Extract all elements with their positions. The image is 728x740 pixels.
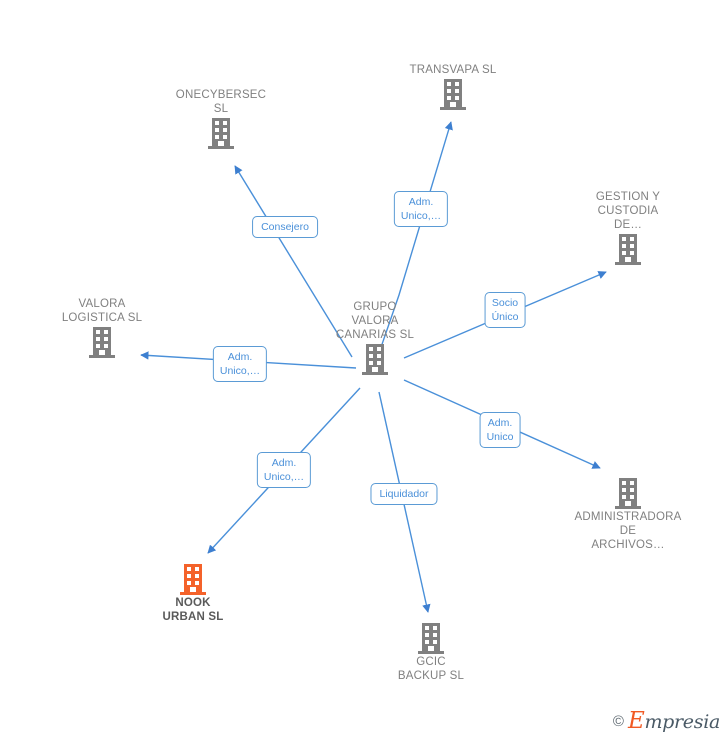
building-icon (440, 79, 466, 110)
building-icon (615, 478, 641, 509)
node-label-nook-urban: NOOK URBAN SL (162, 597, 224, 623)
node-label-transvapa: TRANSVAPA SL (409, 64, 497, 76)
edge-line-transvapa (377, 121, 453, 357)
graph-node-administradora-de-archivos[interactable]: ADMINISTRADORA DE ARCHIVOS… (553, 474, 703, 552)
edge-line-onecybersec (234, 165, 353, 358)
building-icon (615, 234, 641, 265)
edge-label-administradora-de-archivos[interactable]: Adm. Unico (479, 412, 521, 448)
empresia-logo-rest: mpresia (644, 711, 720, 733)
node-label-administradora-de-archivos: ADMINISTRADORA DE ARCHIVOS… (574, 511, 682, 551)
graph-node-gcic-backup[interactable]: GCIC BACKUP SL (356, 619, 506, 683)
graph-node-gestion-y-custodia[interactable]: GESTION Y CUSTODIA DE… (553, 190, 703, 268)
node-label-onecybersec: ONECYBERSEC SL (175, 89, 267, 115)
copyright-icon: © (612, 712, 624, 730)
node-label-gcic-backup: GCIC BACKUP SL (397, 656, 465, 682)
building-icon (418, 623, 444, 654)
edge-label-gcic-backup[interactable]: Liquidador (370, 483, 438, 505)
node-label-gestion-y-custodia: GESTION Y CUSTODIA DE… (595, 191, 661, 231)
edge-label-onecybersec[interactable]: Consejero (252, 216, 318, 238)
node-label-grupo-valora-canarias: GRUPO VALORA CANARIAS SL (335, 301, 415, 341)
empresia-logo: Empresia (628, 708, 720, 734)
edge-label-transvapa[interactable]: Adm. Unico,… (393, 191, 449, 227)
graph-node-onecybersec[interactable]: ONECYBERSEC SL (146, 88, 296, 152)
graph-node-grupo-valora-canarias[interactable]: GRUPO VALORA CANARIAS SL (300, 300, 450, 378)
building-icon (180, 564, 206, 595)
building-icon (89, 327, 115, 358)
empresia-logo-initial: E (627, 708, 645, 734)
empresia-watermark: © Empresia (613, 708, 720, 734)
building-icon (362, 344, 388, 375)
graph-node-valora-logistica[interactable]: VALORA LOGISTICA SL (27, 297, 177, 361)
graph-node-transvapa[interactable]: TRANSVAPA SL (378, 63, 528, 113)
graph-node-nook-urban[interactable]: NOOK URBAN SL (118, 560, 268, 624)
building-icon (208, 118, 234, 149)
edge-label-nook-urban[interactable]: Adm. Unico,… (256, 452, 312, 488)
edge-label-valora-logistica[interactable]: Adm. Unico,… (212, 346, 268, 382)
edge-label-gestion-y-custodia[interactable]: Socio Único (484, 292, 526, 328)
node-label-valora-logistica: VALORA LOGISTICA SL (61, 298, 143, 324)
